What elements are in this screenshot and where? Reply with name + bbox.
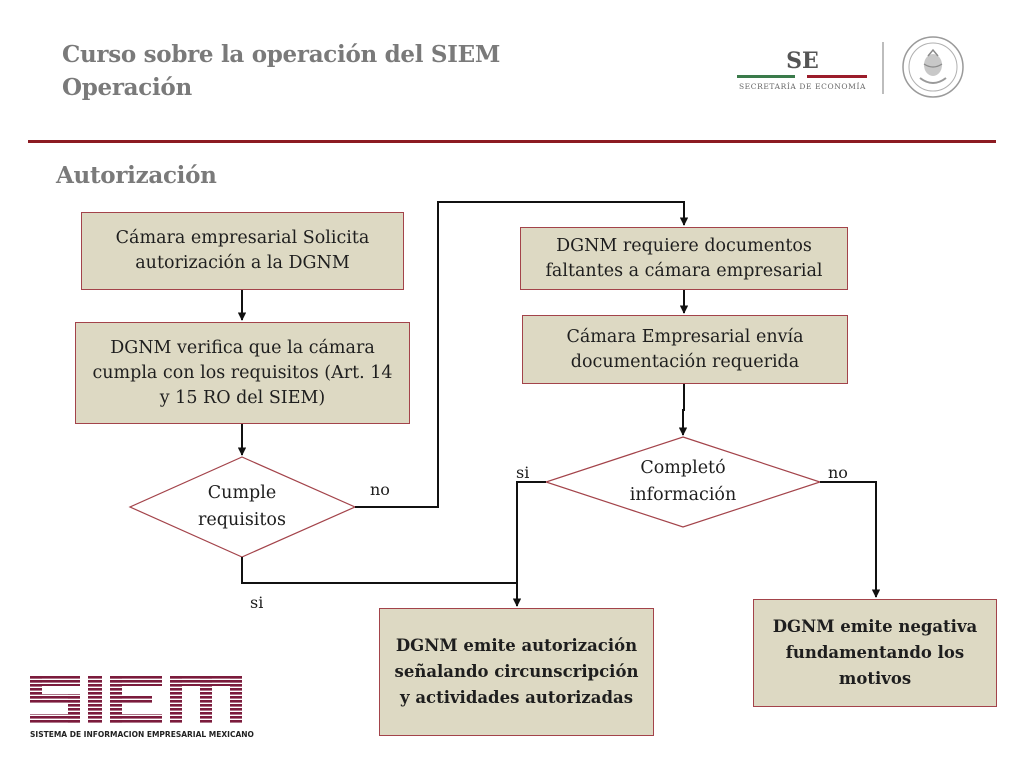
section-title: Autorización [56, 162, 217, 189]
arrow-cumple-no-requiere [355, 201, 689, 508]
decision-cumple-requisitos: Cumple requisitos [198, 483, 286, 530]
se-abbr: SE [786, 48, 819, 74]
course-title: Curso sobre la operación del SIEM Operac… [62, 38, 500, 104]
decision-completo-shape [544, 436, 822, 528]
se-logo: SE SECRETARÍA DE ECONOMÍA [735, 40, 870, 100]
label-completo-no: no [828, 463, 848, 482]
header-rule [28, 140, 996, 143]
step-solicita-autorizacion: Cámara empresarial Solicita autorización… [81, 212, 404, 290]
step-emite-autorizacion: DGNM emite autorización señalando circun… [379, 608, 654, 736]
arrow-completo-si-autoriza [516, 481, 546, 583]
arrow-envia-completo [678, 384, 688, 436]
course-title-line2: Operación [62, 74, 192, 101]
course-title-line1: Curso sobre la operación del SIEM [62, 41, 501, 68]
arrow-completo-no-negativa [820, 481, 881, 598]
arrow-cumple-si-autoriza [241, 557, 522, 607]
step-verifica-requisitos: DGNM verifica que la cámara cumpla con l… [75, 322, 410, 424]
logo-divider [882, 42, 884, 94]
step-emite-negativa: DGNM emite negativa fundamentando los mo… [753, 599, 997, 707]
decision-completo-informacion: Completó información [629, 458, 737, 505]
siem-wordmark-icon [30, 676, 242, 724]
se-name: SECRETARÍA DE ECONOMÍA [738, 82, 867, 91]
step-requiere-documentos: DGNM requiere documentos faltantes a cám… [520, 227, 848, 290]
label-cumple-no: no [370, 480, 390, 499]
se-logo-red-line [807, 75, 867, 78]
se-logo-green-line [737, 75, 795, 78]
step-envia-documentacion: Cámara Empresarial envía documentación r… [522, 315, 848, 384]
siem-logo: SISTEMA DE INFORMACION EMPRESARIAL MEXIC… [26, 672, 254, 752]
label-completo-si: si [516, 463, 530, 482]
seal-icon [902, 36, 964, 98]
label-cumple-si: si [250, 593, 264, 612]
siem-subtitle: SISTEMA DE INFORMACION EMPRESARIAL MEXIC… [30, 730, 254, 739]
